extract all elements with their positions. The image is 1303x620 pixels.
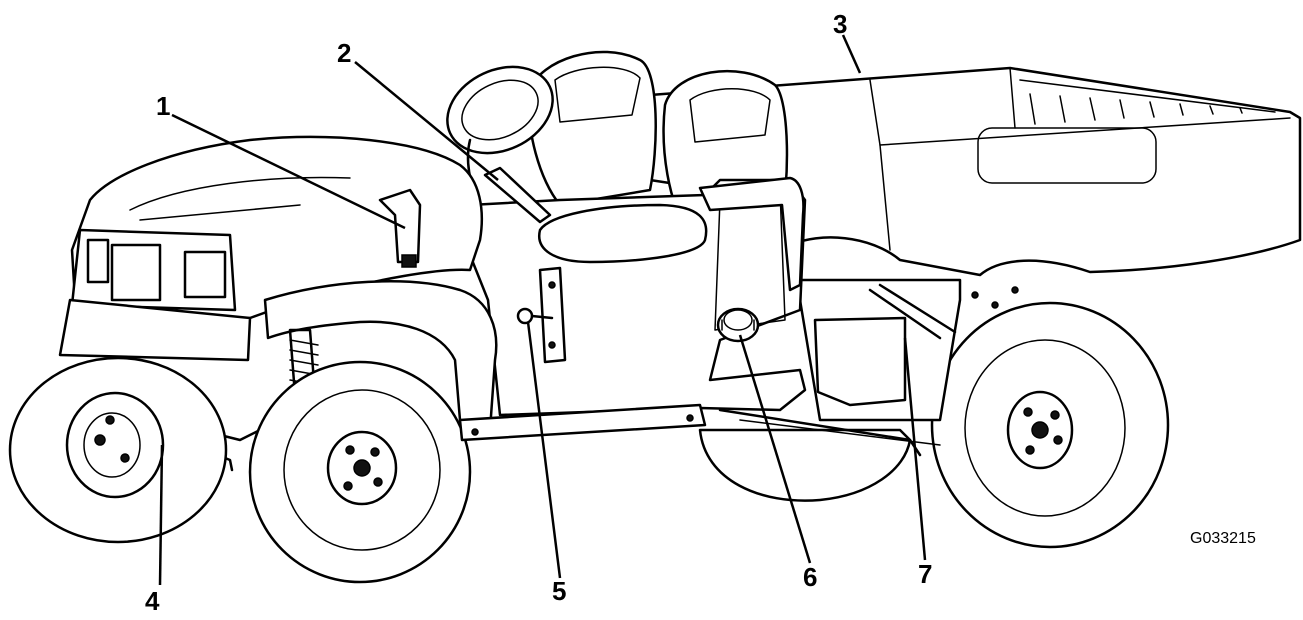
- rear-right-wheel: [698, 428, 912, 502]
- callout-7: 7: [918, 559, 932, 589]
- shift-panel: [516, 266, 567, 364]
- callout-labels: 1 2 3 4 5 6 7: [145, 9, 932, 616]
- leader-line-6: [738, 334, 812, 564]
- front-left-wheel: [8, 356, 228, 544]
- callout-5: 5: [552, 576, 566, 606]
- callout-2: 2: [337, 38, 351, 68]
- fuel-cap: [716, 307, 760, 343]
- callout-1: 1: [156, 91, 170, 121]
- leader-line-3: [841, 34, 862, 74]
- front-grille: [58, 228, 252, 362]
- callout-4: 4: [145, 586, 160, 616]
- rocker-bar: [458, 403, 707, 442]
- rear-chassis: [718, 278, 1019, 457]
- front-right-wheel: [248, 360, 472, 584]
- leader-line-4: [158, 444, 164, 586]
- cargo-bed: [648, 66, 1302, 277]
- leader-line-5: [526, 321, 562, 579]
- leader-line-2: [354, 61, 499, 181]
- leader-line-1: [171, 113, 406, 230]
- seat-bench: [538, 203, 708, 264]
- figure-id-label: G033215: [1190, 530, 1256, 547]
- leader-line-7: [903, 337, 927, 561]
- front-fender: [263, 280, 498, 432]
- parking-brake-lever: [483, 166, 552, 224]
- callout-3: 3: [833, 9, 847, 39]
- callout-leaders: [158, 34, 927, 586]
- driver-seat: [527, 50, 657, 207]
- callout-6: 6: [803, 562, 817, 592]
- rear-left-wheel: [930, 301, 1170, 549]
